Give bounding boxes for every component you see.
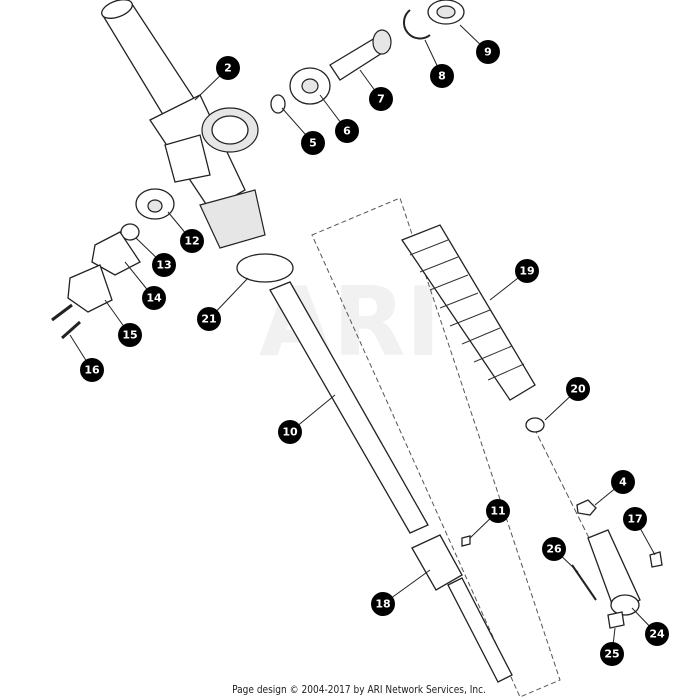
rack-assembly-frame — [311, 197, 561, 698]
callout-19[interactable]: 19 — [515, 259, 539, 283]
callout-label: 8 — [438, 70, 446, 83]
callout-label: 14 — [146, 292, 162, 305]
callout-label: 25 — [604, 648, 619, 661]
callout-label: 6 — [343, 125, 351, 138]
clamp-small — [525, 417, 545, 433]
callout-18[interactable]: 18 — [371, 592, 395, 616]
pinion-parts — [51, 0, 465, 340]
callout-label: 21 — [201, 313, 216, 326]
callout-label: 10 — [282, 426, 298, 439]
boot-clamp — [236, 253, 294, 283]
callout-label: 18 — [375, 598, 390, 611]
callout-label: 26 — [546, 543, 562, 556]
callout-label: 16 — [84, 364, 100, 377]
callout-20[interactable]: 20 — [566, 377, 590, 401]
rack-boot — [401, 224, 536, 401]
inner-tie-rod — [411, 534, 513, 683]
callouts: 2 9 8 7 6 5 12 13 14 15 16 21 19 20 10 4 11 17 26 18 24 25 — [80, 40, 669, 666]
callout-24[interactable]: 24 — [645, 622, 669, 646]
callout-26[interactable]: 26 — [542, 537, 566, 561]
callout-8[interactable]: 8 — [430, 64, 454, 88]
callout-label: 19 — [519, 265, 534, 278]
jam-nut — [576, 499, 597, 516]
callout-label: 4 — [619, 476, 627, 489]
callout-14[interactable]: 14 — [142, 286, 166, 310]
callout-21[interactable]: 21 — [197, 307, 221, 331]
callout-17[interactable]: 17 — [623, 507, 647, 531]
callout-7[interactable]: 7 — [369, 87, 393, 111]
axis-line — [529, 419, 601, 561]
steering-column-housing — [101, 0, 266, 249]
callout-2[interactable]: 2 — [216, 56, 240, 80]
callout-12[interactable]: 12 — [180, 229, 204, 253]
callout-5[interactable]: 5 — [301, 131, 325, 155]
callout-9[interactable]: 9 — [476, 40, 500, 64]
rack-bar — [269, 281, 429, 534]
callout-label: 9 — [484, 46, 492, 59]
callout-16[interactable]: 16 — [80, 358, 104, 382]
callout-label: 12 — [184, 235, 199, 248]
callout-13[interactable]: 13 — [152, 253, 176, 277]
callout-label: 15 — [122, 329, 137, 342]
tie-rod-end — [461, 529, 663, 629]
callout-label: 5 — [309, 137, 317, 150]
callout-label: 2 — [224, 62, 232, 75]
callout-label: 7 — [377, 93, 385, 106]
callout-label: 24 — [649, 628, 665, 641]
callout-15[interactable]: 15 — [118, 323, 142, 347]
callout-6[interactable]: 6 — [335, 119, 359, 143]
callout-label: 11 — [490, 505, 505, 518]
callout-label: 20 — [570, 383, 586, 396]
callout-11[interactable]: 11 — [486, 499, 510, 523]
callout-4[interactable]: 4 — [611, 470, 635, 494]
callout-label: 17 — [627, 513, 642, 526]
callout-10[interactable]: 10 — [278, 420, 302, 444]
copyright-footer: Page design © 2004-2017 by ARI Network S… — [232, 683, 486, 696]
callout-25[interactable]: 25 — [600, 642, 624, 666]
callout-label: 13 — [156, 259, 171, 272]
